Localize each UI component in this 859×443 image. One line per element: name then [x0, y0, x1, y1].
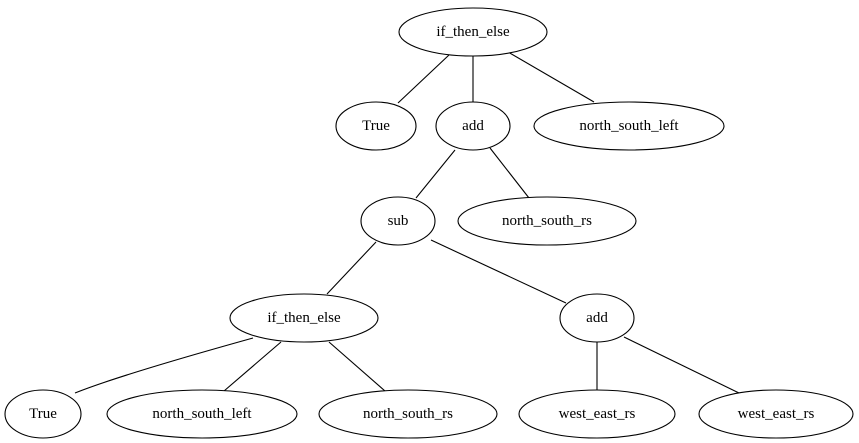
node-shape [457, 196, 637, 246]
node-label: north_south_left [579, 118, 679, 134]
node-shape [533, 101, 725, 151]
node-true-leaf: True [4, 389, 82, 439]
node-label: True [362, 118, 390, 134]
edge-sub-to-if-then-else [326, 241, 377, 295]
node-label: north_south_left [152, 406, 252, 422]
edge-sub-to-add [430, 239, 567, 304]
node-north-south-rs: north_south_rs [457, 196, 637, 246]
node-north-south-left: north_south_left [533, 101, 725, 151]
node-north-south-rs-leaf: north_south_rs [318, 389, 498, 439]
edges-layer [74, 51, 740, 394]
node-label: if_then_else [267, 310, 341, 326]
edge-add-to-north-south-rs [489, 147, 530, 199]
node-add-inner: add [559, 293, 635, 343]
node-label: sub [388, 213, 409, 229]
node-label: add [586, 310, 608, 326]
node-true: True [335, 101, 417, 151]
node-shape [318, 389, 498, 439]
node-label: north_south_rs [502, 213, 592, 229]
node-label: if_then_else [436, 24, 510, 40]
node-west-east-rs-left: west_east_rs [518, 389, 676, 439]
node-west-east-rs-right: west_east_rs [698, 389, 854, 439]
node-label: True [29, 406, 57, 422]
node-north-south-left-leaf: north_south_left [106, 389, 298, 439]
edge-add-to-sub [415, 149, 456, 199]
node-shape [698, 389, 854, 439]
edge-add-to-west-east-rs-right [623, 336, 740, 394]
node-shape [4, 389, 82, 439]
nodes-layer: if_then_else True add north_south_left s… [4, 7, 854, 439]
node-shape [559, 293, 635, 343]
node-shape [229, 293, 379, 343]
node-label: add [462, 118, 484, 134]
node-shape [360, 196, 436, 246]
node-shape [435, 101, 511, 151]
node-label: west_east_rs [738, 406, 815, 422]
edge-if-then-else-to-north-south-rs-leaf [328, 341, 386, 392]
node-shape [518, 389, 676, 439]
node-shape [106, 389, 298, 439]
node-if-then-else-root: if_then_else [398, 7, 548, 57]
node-label: north_south_rs [363, 406, 453, 422]
node-sub: sub [360, 196, 436, 246]
edge-if-then-else-to-north-south-left [507, 51, 595, 103]
node-add: add [435, 101, 511, 151]
edge-if-then-else-to-north-south-left-leaf [223, 341, 282, 392]
edge-if-then-else-to-true [397, 54, 450, 104]
node-if-then-else-inner: if_then_else [229, 293, 379, 343]
node-label: west_east_rs [559, 406, 636, 422]
node-shape [335, 101, 417, 151]
edge-if-then-else-to-true-leaf [74, 337, 254, 394]
node-shape [398, 7, 548, 57]
